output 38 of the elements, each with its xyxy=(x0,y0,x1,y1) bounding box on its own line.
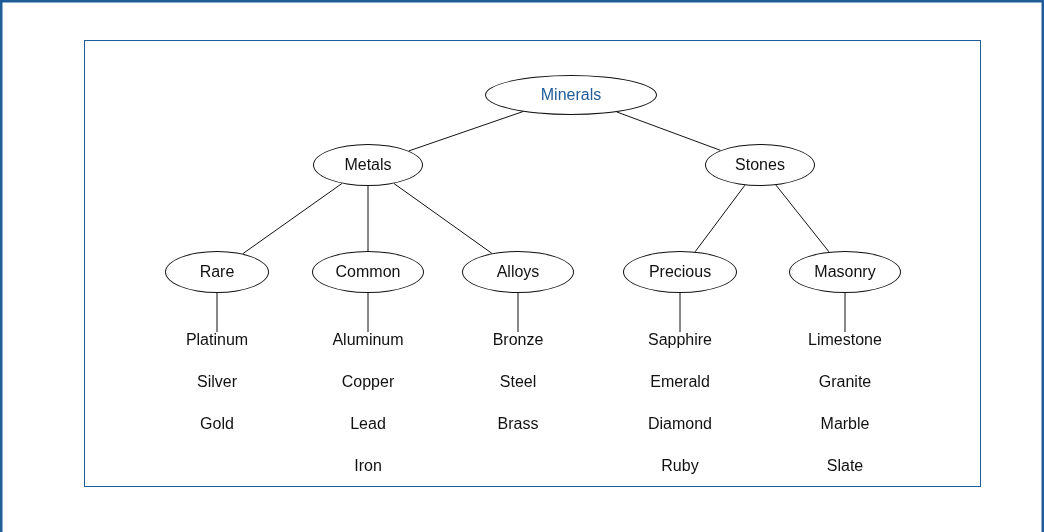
connector-line xyxy=(367,292,369,333)
item-label: Slate xyxy=(826,456,864,476)
item-label: Lead xyxy=(350,414,386,434)
item-label: Copper xyxy=(341,372,395,392)
connector-line xyxy=(679,292,681,333)
category-label: Alloys xyxy=(496,263,540,281)
connector-line xyxy=(616,111,721,151)
category-label: Masonry xyxy=(814,263,876,281)
item-label: Silver xyxy=(197,372,237,392)
item-label: Ruby xyxy=(661,456,699,476)
category-label: Minerals xyxy=(540,86,602,104)
item-label: Platinum xyxy=(185,330,249,350)
connector-line xyxy=(242,183,343,255)
connector-line xyxy=(694,184,746,253)
connector-line xyxy=(517,292,519,333)
connector-line xyxy=(844,292,846,333)
connector-line xyxy=(775,184,830,253)
connector-line xyxy=(216,292,218,333)
category-label: Precious xyxy=(648,263,712,281)
category-label: Rare xyxy=(199,263,235,281)
connector-line xyxy=(408,111,524,152)
item-label: Bronze xyxy=(492,330,544,350)
category-label: Common xyxy=(335,263,401,281)
category-label: Stones xyxy=(735,156,785,174)
connector-line xyxy=(367,185,369,252)
item-label: Brass xyxy=(497,414,539,434)
item-label: Granite xyxy=(818,372,872,392)
item-label: Emerald xyxy=(650,372,710,392)
item-label: Limestone xyxy=(808,330,882,350)
item-label: Diamond xyxy=(648,414,712,434)
item-label: Marble xyxy=(820,414,870,434)
item-label: Sapphire xyxy=(647,330,712,350)
item-label: Aluminum xyxy=(332,330,404,350)
item-label: Gold xyxy=(200,414,234,434)
item-label: Iron xyxy=(354,456,382,476)
item-label: Steel xyxy=(499,372,537,392)
category-label: Metals xyxy=(344,156,392,174)
connector-line xyxy=(393,183,493,254)
